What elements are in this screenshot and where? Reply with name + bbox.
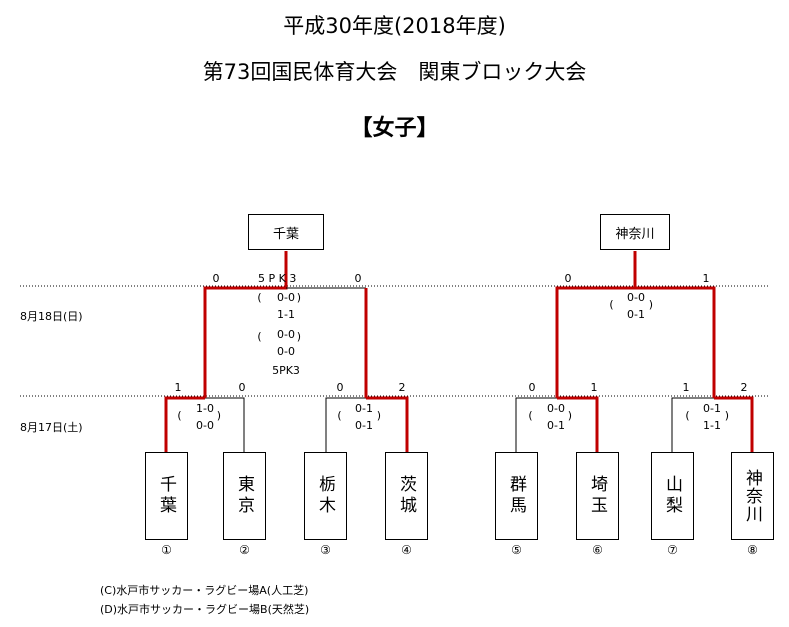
r1d-paren: ( ) [684, 409, 731, 422]
final-left-half2: 1-1 [277, 308, 295, 321]
seed-4: ④ [401, 543, 412, 557]
team-box-5: 群馬 [495, 452, 538, 540]
r1a-paren: ( ) [176, 409, 223, 422]
seed-2: ② [239, 543, 250, 557]
r1d-winner [714, 396, 754, 452]
final-right-half1: 0-0 [627, 291, 645, 304]
seed-5: ⑤ [511, 543, 522, 557]
final-left-half1: 0-0 [277, 291, 295, 304]
seed-8: ⑧ [747, 543, 758, 557]
r1b-score-a: 0 [336, 381, 344, 394]
final-right-winner [633, 251, 716, 398]
final-right-score-a: 0 [564, 272, 572, 285]
r1d-half2: 1-1 [703, 419, 721, 432]
date-label-day1: 8月17日(土) [20, 421, 83, 434]
date-label-day2: 8月18日(日) [20, 310, 83, 323]
r1c-paren: ( ) [527, 409, 574, 422]
r1c-loser [515, 397, 557, 452]
r1a-half1: 1-0 [196, 402, 214, 415]
final-left-winner [203, 251, 288, 398]
title-line-2: 第73回国民体育大会 関東ブロック大会 [202, 60, 587, 84]
r1b-score-b: 2 [398, 381, 406, 394]
final-left-et2: 0-0 [277, 345, 295, 358]
final-left-pk: 5 P K 3 [258, 272, 297, 285]
r1c-winner [557, 396, 599, 452]
final-right-paren: ( ) [608, 298, 655, 311]
r1a-winner [164, 396, 205, 452]
final-left-paren-1: ( ) [256, 291, 303, 304]
r1c-half2: 0-1 [547, 419, 565, 432]
r1a-half2: 0-0 [196, 419, 214, 432]
team-box-4: 茨城 [385, 452, 428, 540]
r1d-loser [671, 397, 714, 452]
r1b-half2: 0-1 [355, 419, 373, 432]
team-box-1: 千葉 [145, 452, 188, 540]
r1d-score-b: 2 [740, 381, 748, 394]
team-box-7: 山梨 [651, 452, 694, 540]
team-box-2: 東京 [223, 452, 266, 540]
seed-7: ⑦ [667, 543, 678, 557]
r1d-half1: 0-1 [703, 402, 721, 415]
seed-6: ⑥ [592, 543, 603, 557]
seed-1: ① [161, 543, 172, 557]
team-box-8: 神奈川 [731, 452, 774, 540]
r1d-score-a: 1 [682, 381, 690, 394]
final-left-paren-2: ( ) [256, 330, 303, 343]
final-left-score-a: 0 [212, 272, 220, 285]
r1c-score-a: 0 [528, 381, 536, 394]
final-right-score-b: 1 [702, 272, 710, 285]
r1b-loser [325, 397, 366, 452]
title-line-3: 【女子】 [350, 116, 439, 141]
r1b-half1: 0-1 [355, 402, 373, 415]
r1a-score-a: 1 [174, 381, 182, 394]
final-right-half2: 0-1 [627, 308, 645, 321]
final-right-loser [555, 286, 635, 398]
winner-box-left: 千葉 [248, 214, 324, 250]
winner-box-right: 神奈川 [600, 214, 670, 250]
r1b-paren: ( ) [336, 409, 383, 422]
r1a-loser [205, 397, 245, 452]
team-box-3: 栃木 [304, 452, 347, 540]
r1c-half1: 0-0 [547, 402, 565, 415]
final-left-pk-text: 5PK3 [272, 364, 300, 377]
team-box-6: 埼玉 [576, 452, 619, 540]
venue-note-d: (D)水戸市サッカー・ラグビー場B(天然芝) [100, 603, 310, 616]
r1b-winner [366, 396, 409, 452]
r1a-score-b: 0 [238, 381, 246, 394]
seed-3: ③ [320, 543, 331, 557]
final-left-score-b: 0 [354, 272, 362, 285]
venue-note-c: (C)水戸市サッカー・ラグビー場A(人工芝) [100, 584, 309, 597]
r1c-score-b: 1 [590, 381, 598, 394]
final-left-et1: 0-0 [277, 328, 295, 341]
title-line-1: 平成30年度(2018年度) [283, 14, 506, 38]
